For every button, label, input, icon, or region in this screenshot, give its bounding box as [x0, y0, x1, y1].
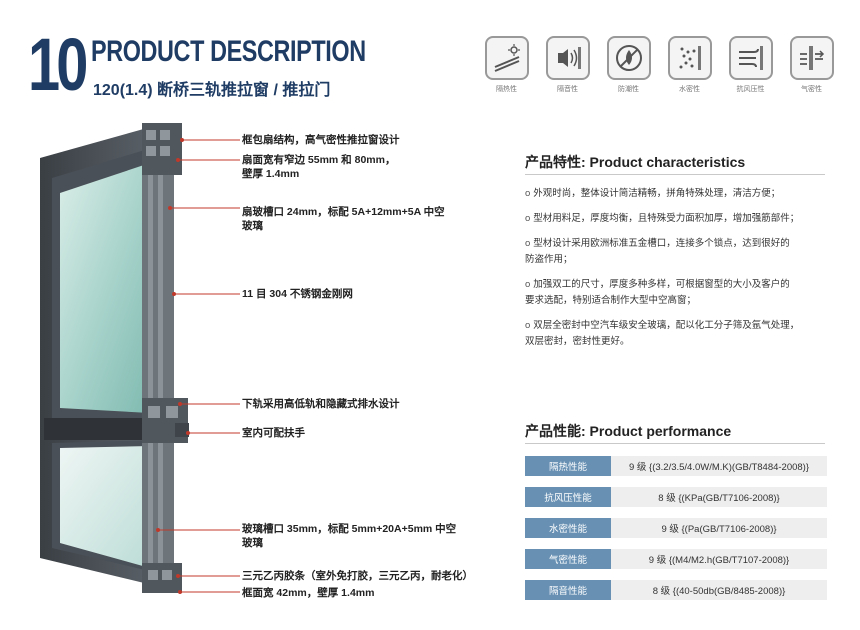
water-drop-icon — [606, 36, 651, 80]
performance-label: 气密性能 — [525, 549, 611, 569]
characteristics-heading: 产品特性: Product characteristics — [525, 154, 746, 170]
callout-epdm-seal: 三元乙丙胶条（室外免打胶，三元乙丙，耐老化） — [242, 570, 473, 582]
performance-label: 隔热性能 — [525, 456, 611, 476]
performance-label: 抗风压性能 — [525, 487, 611, 507]
feature-wind-pressure: 抗风压性 — [724, 36, 777, 94]
performance-table: 隔热性能 9 级 {(3.2/3.5/4.0W/M.K)(GB/T8484-20… — [525, 456, 827, 611]
divider — [525, 443, 825, 444]
divider — [525, 174, 825, 175]
feature-label: 气密性 — [801, 86, 822, 93]
callout-lines — [156, 138, 240, 594]
feature-label: 隔音性 — [557, 86, 578, 93]
sun-exposure-icon — [484, 36, 529, 80]
middle-rail — [44, 418, 166, 440]
feature-label: 隔热性 — [496, 86, 517, 93]
rain-dots-icon — [667, 36, 712, 80]
handle-profile — [175, 423, 189, 437]
lower-glass — [60, 446, 150, 568]
callout-frame-width: 框面宽 42mm，壁厚 1.4mm — [242, 587, 375, 599]
table-row: 抗风压性能 8 级 {(KPa(GB/T7106-2008)} — [525, 487, 827, 507]
performance-heading: 产品性能: Product performance — [525, 423, 732, 439]
feature-sound-insulation: 隔音性 — [541, 36, 594, 94]
callout-handrail: 室内可配扶手 — [242, 427, 305, 439]
table-row: 气密性能 9 级 {(M4/M2.h(GB/T7107-2008)} — [525, 549, 827, 569]
wind-flow-icon — [728, 36, 773, 80]
performance-value: 8 级 {(KPa(GB/T7106-2008)} — [611, 487, 827, 507]
performance-value: 9 级 {(Pa(GB/T7106-2008)} — [611, 518, 827, 538]
feature-water-tight: 水密性 — [663, 36, 716, 94]
callout-frame-structure: 框包扇结构，高气密性推拉窗设计 — [242, 134, 400, 146]
performance-value: 9 级 {(M4/M2.h(GB/T7107-2008)} — [611, 549, 827, 569]
feature-moisture: 防潮性 — [602, 36, 655, 94]
callout-sash-glass-slot: 扇玻槽口 24mm，标配 5A+12mm+5A 中空玻璃 — [242, 206, 445, 232]
sound-wave-icon — [545, 36, 590, 80]
table-row: 隔音性能 8 级 {(40-50db(GB/8485-2008)} — [525, 580, 827, 600]
feature-air-tight: 气密性 — [785, 36, 838, 94]
performance-label: 隔音性能 — [525, 580, 611, 600]
callout-sash-width: 扇面宽有窄边 55mm 和 80mm，壁厚 1.4mm — [242, 154, 396, 180]
feature-label: 抗风压性 — [736, 86, 765, 93]
feature-heat-insulation: 隔热性 — [480, 36, 533, 94]
upper-glass — [60, 163, 150, 413]
section-number: 10 — [28, 23, 88, 106]
performance-label: 水密性能 — [525, 518, 611, 538]
feature-icon-row: 隔热性 隔音性 防潮性 水密性 抗风压性 气密性 — [480, 36, 838, 94]
callout-glass-slot: 玻璃槽口 35mm，标配 5mm+20A+5mm 中空玻璃 — [242, 523, 457, 549]
page-subtitle: 120(1.4) 断桥三轨推拉窗 / 推拉门 — [93, 82, 331, 99]
callout-bottom-track: 下轨采用高低轨和隐藏式排水设计 — [242, 398, 400, 410]
page-title: PRODUCT DESCRIPTION — [91, 35, 366, 68]
table-row: 隔热性能 9 级 {(3.2/3.5/4.0W/M.K)(GB/T8484-20… — [525, 456, 827, 476]
window-section-illustration — [40, 123, 240, 594]
callout-mesh: 11 目 304 不锈钢金刚网 — [242, 288, 353, 300]
airtight-icon — [789, 36, 834, 80]
feature-label: 水密性 — [679, 86, 700, 93]
performance-value: 8 级 {(40-50db(GB/8485-2008)} — [611, 580, 827, 600]
table-row: 水密性能 9 级 {(Pa(GB/T7106-2008)} — [525, 518, 827, 538]
feature-label: 防潮性 — [618, 86, 639, 93]
performance-value: 9 级 {(3.2/3.5/4.0W/M.K)(GB/T8484-2008)} — [611, 456, 827, 476]
